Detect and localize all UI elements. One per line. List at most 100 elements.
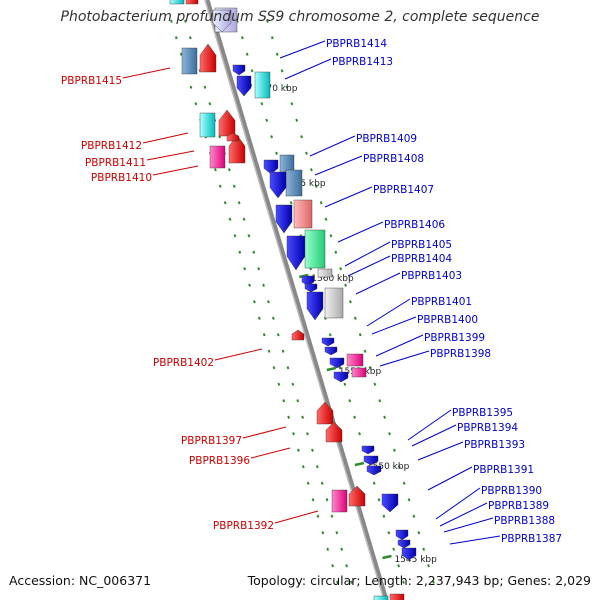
track-dot bbox=[271, 316, 275, 320]
leader-line bbox=[371, 316, 417, 335]
reverse-gene-label: PBPRB1402 bbox=[153, 357, 214, 369]
track-dot bbox=[262, 283, 265, 287]
track-dot bbox=[250, 69, 254, 73]
track-dot bbox=[281, 349, 285, 353]
track-dot bbox=[252, 250, 256, 254]
track-dot bbox=[329, 234, 333, 238]
gene-arrow bbox=[291, 329, 305, 341]
track-dot bbox=[277, 382, 281, 386]
gene-arrow bbox=[348, 485, 366, 507]
track-dot bbox=[305, 151, 308, 155]
forward-gene-label: PBPRB1401 bbox=[411, 296, 472, 308]
track-dot bbox=[358, 432, 361, 436]
accession-text: Accession: NC_006371 bbox=[9, 573, 152, 588]
track-dot bbox=[223, 201, 227, 205]
leader-line bbox=[443, 517, 494, 533]
track-dot bbox=[373, 382, 377, 386]
track-dot bbox=[257, 316, 261, 320]
track-dot bbox=[301, 465, 305, 469]
leader-line bbox=[242, 426, 287, 439]
forward-gene-label: PBPRB1408 bbox=[363, 153, 424, 165]
track-dot bbox=[272, 366, 276, 370]
leader-line bbox=[449, 535, 501, 545]
forward-gene-label: PBPRB1399 bbox=[424, 332, 485, 344]
leader-line bbox=[214, 348, 263, 361]
leader-line bbox=[407, 409, 452, 441]
track-dot bbox=[378, 399, 382, 403]
track-dot bbox=[174, 36, 178, 40]
scale-tick bbox=[326, 366, 337, 372]
track-dot bbox=[392, 547, 396, 551]
track-dot bbox=[397, 465, 401, 469]
forward-gene-label: PBPRB1406 bbox=[384, 219, 445, 231]
forward-gene-label: PBPRB1400 bbox=[417, 314, 478, 326]
leader-line bbox=[344, 241, 391, 267]
track-dot bbox=[275, 151, 278, 155]
gene-arrow bbox=[275, 204, 293, 234]
leader-line bbox=[375, 334, 424, 357]
track-dot bbox=[432, 580, 435, 584]
gene-arrow bbox=[306, 291, 324, 321]
track-dot bbox=[296, 399, 300, 403]
gene-arrow bbox=[286, 235, 306, 271]
track-dot bbox=[321, 531, 325, 535]
track-dot bbox=[340, 547, 344, 551]
scale-label: 1560 kbp bbox=[311, 274, 354, 284]
map-title: Photobacterium profundum SS9 chromosome … bbox=[60, 9, 540, 25]
track-dot bbox=[270, 36, 274, 40]
leader-line bbox=[284, 58, 332, 80]
gene-box bbox=[285, 169, 303, 197]
genome-summary-text: Topology: circular; Length: 2,237,943 bp… bbox=[247, 573, 591, 588]
track-dot bbox=[280, 69, 284, 73]
gene-labels: PBPRB1414PBPRB1413PBPRB1409PBPRB1408PBPR… bbox=[61, 38, 562, 545]
forward-gene-label: PBPRB1398 bbox=[430, 348, 491, 360]
leader-line bbox=[142, 132, 189, 144]
gene-arrow bbox=[304, 283, 318, 293]
track-dot bbox=[372, 481, 376, 485]
leader-line bbox=[439, 502, 488, 527]
leader-line bbox=[417, 441, 464, 461]
track-dot bbox=[262, 333, 266, 337]
scale-tick bbox=[382, 554, 392, 560]
gene-features bbox=[169, 0, 417, 600]
reverse-gene-label: PBPRB1412 bbox=[81, 140, 142, 152]
track-dot bbox=[402, 580, 405, 584]
gene-arrow bbox=[226, 132, 240, 142]
track-dot bbox=[319, 201, 323, 205]
gene-box bbox=[293, 199, 313, 229]
gene-arrow bbox=[321, 337, 335, 347]
gene-arrow bbox=[401, 547, 417, 561]
gene-arrow bbox=[381, 493, 399, 513]
reverse-gene-label: PBPRB1415 bbox=[61, 75, 122, 87]
track-dot bbox=[285, 85, 289, 89]
forward-gene-label: PBPRB1388 bbox=[494, 515, 555, 527]
gene-arrow bbox=[325, 421, 343, 443]
gene-arrow bbox=[218, 109, 236, 137]
track-dot bbox=[344, 283, 347, 287]
forward-gene-label: PBPRB1413 bbox=[332, 56, 393, 68]
leader-line bbox=[427, 466, 473, 491]
track-dot bbox=[310, 448, 314, 452]
scale-label: 1570 kbp bbox=[255, 84, 298, 94]
gene-box bbox=[181, 47, 198, 75]
leader-line bbox=[279, 40, 326, 59]
gene-box bbox=[331, 489, 348, 513]
track-dot bbox=[348, 399, 352, 403]
gene-arrow bbox=[366, 465, 382, 476]
forward-gene-label: PBPRB1391 bbox=[473, 464, 534, 476]
label-leaders bbox=[122, 40, 501, 545]
track-dot bbox=[338, 366, 342, 370]
leader-line bbox=[146, 150, 195, 161]
forward-gene-label: PBPRB1393 bbox=[464, 439, 525, 451]
track-dot bbox=[301, 415, 305, 419]
track-dot bbox=[276, 333, 280, 337]
track-dot bbox=[265, 118, 269, 122]
gene-box bbox=[169, 0, 185, 5]
leader-line bbox=[355, 272, 401, 295]
gene-box bbox=[254, 71, 271, 99]
gene-box bbox=[389, 593, 405, 600]
forward-gene-label: PBPRB1414 bbox=[326, 38, 387, 50]
forward-gene-label: PBPRB1404 bbox=[391, 253, 452, 265]
track-dot bbox=[189, 85, 193, 89]
track-dot bbox=[289, 201, 293, 205]
